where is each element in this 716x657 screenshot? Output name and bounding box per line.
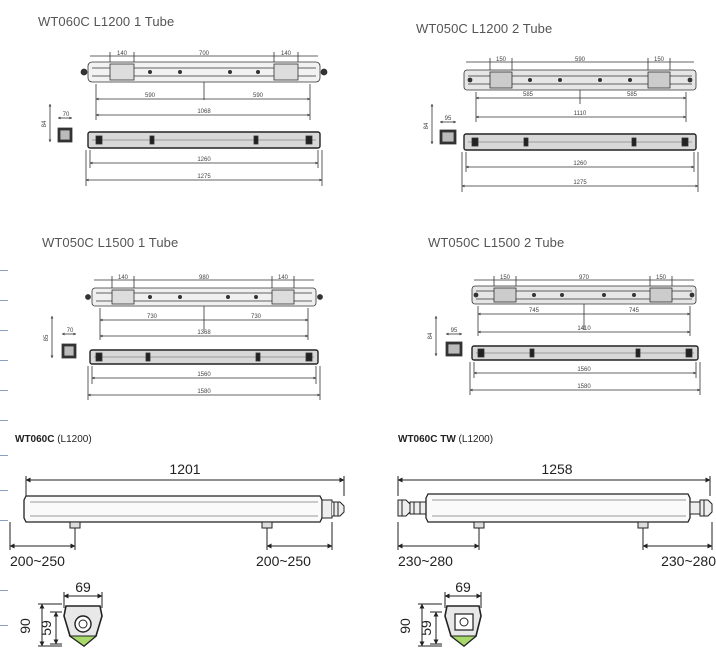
dimension-label: 95 [445, 116, 452, 122]
dimension-label: 95 [451, 328, 458, 334]
dimension-label: 200~250 [256, 553, 311, 569]
dimension-label: 1258 [541, 461, 572, 477]
edge-tick [0, 590, 8, 591]
dimension-label: 1275 [573, 180, 587, 186]
dimension-label: 1260 [197, 157, 211, 163]
drawing-l1200-2tube [430, 58, 699, 192]
dimension-label: 980 [199, 275, 210, 281]
dimension-label: 200~250 [10, 553, 65, 569]
edge-tick [0, 625, 8, 626]
dimension-label: 59 [38, 620, 54, 636]
dimension-label: 84 [42, 120, 48, 127]
dimension-label: 590 [575, 57, 586, 63]
drawing-wt060c-tw [397, 476, 713, 648]
dimension-label: 745 [529, 308, 540, 314]
dimension-label: 69 [75, 579, 91, 595]
dimension-label: 970 [579, 275, 590, 281]
dimension-label: 585 [523, 92, 534, 98]
dimension-label: 1201 [169, 461, 200, 477]
dimension-label: 700 [199, 51, 210, 57]
edge-tick [0, 420, 8, 421]
drawing-caption: WT060C TW (L1200) [398, 434, 494, 445]
edge-tick [0, 330, 8, 331]
dimension-label: 1560 [197, 372, 211, 378]
dimension-label: 59 [418, 620, 434, 636]
dimension-label: 1275 [197, 174, 211, 180]
dimension-label: 1410 [577, 326, 591, 332]
dimension-label: 84 [424, 122, 430, 129]
dimension-label: 140 [278, 275, 289, 281]
dimension-label: 70 [63, 112, 70, 118]
dimension-label: 85 [44, 334, 50, 341]
edge-tick [0, 300, 8, 301]
dimension-label: 69 [455, 579, 471, 595]
dimension-label: 150 [656, 275, 667, 281]
dimension-label: 230~280 [398, 553, 453, 569]
dimension-label: 1580 [197, 389, 211, 395]
edge-tick [0, 520, 8, 521]
dimension-label: 1580 [577, 384, 591, 390]
dimension-label: 730 [251, 314, 262, 320]
dimension-label: 140 [281, 51, 292, 57]
dimension-label: 1110 [574, 111, 587, 117]
dimension-label: 150 [500, 275, 511, 281]
dimension-label: 1068 [197, 109, 211, 115]
dimension-label: 150 [496, 57, 507, 63]
dimension-label: 590 [145, 93, 156, 99]
edge-tick [0, 490, 8, 491]
drawing-title: WT050C L1500 1 Tube [42, 235, 179, 250]
dimension-label: 1260 [573, 161, 587, 167]
drawing-l1500-2tube [434, 276, 701, 395]
edge-tick [0, 390, 8, 391]
drawing-title: WT060C L1200 1 Tube [38, 14, 175, 29]
edge-tick [0, 270, 8, 271]
drawing-title: WT050C L1500 2 Tube [428, 235, 565, 250]
dimension-label: 1368 [197, 330, 211, 336]
dimension-label: 745 [629, 308, 640, 314]
dimension-label: 150 [654, 57, 665, 63]
drawing-wt060c [9, 476, 345, 648]
dimension-label: 1560 [577, 367, 591, 373]
dimension-label: 585 [627, 92, 638, 98]
drawing-l1200-1tube [48, 52, 328, 186]
dimension-label: 70 [67, 328, 74, 334]
drawing-title: WT050C L1200 2 Tube [416, 21, 553, 36]
dimension-label: 730 [147, 314, 158, 320]
edge-tick [0, 360, 8, 361]
drawing-caption: WT060C (L1200) [15, 434, 92, 445]
dimension-label: 140 [117, 51, 128, 57]
drawing-l1500-1tube [50, 276, 323, 400]
dimension-label: 230~280 [661, 553, 716, 569]
dimension-label: 90 [17, 618, 33, 634]
dimension-label: 90 [397, 618, 413, 634]
dimension-label: 590 [253, 93, 264, 99]
dimension-label: 84 [428, 332, 434, 339]
edge-tick [0, 455, 8, 456]
dimension-label: 140 [118, 275, 129, 281]
